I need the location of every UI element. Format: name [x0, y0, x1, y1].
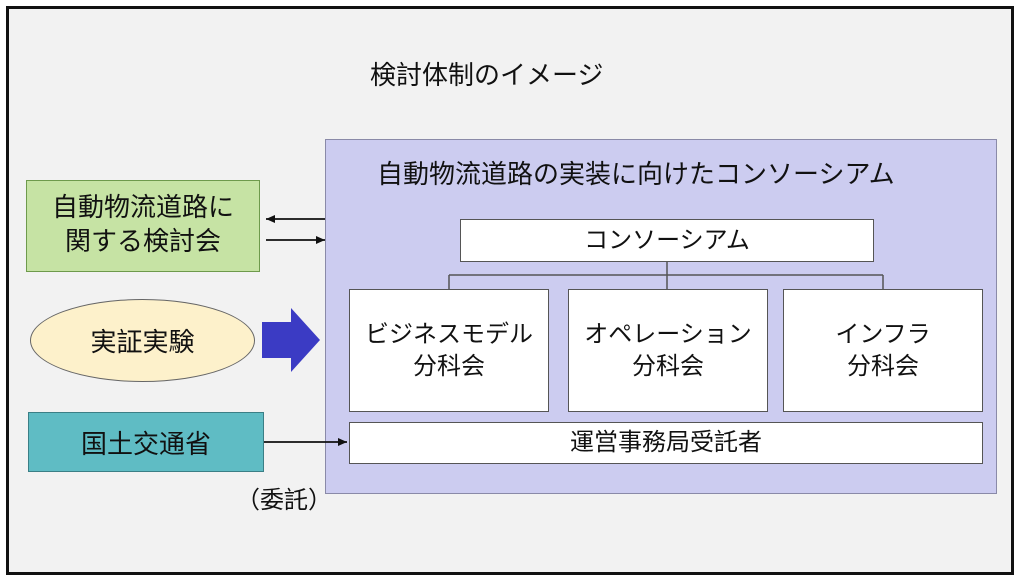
ministry-box: 国土交通省: [28, 412, 264, 472]
consortium-title: 自動物流道路の実装に向けたコンソーシアム: [377, 160, 895, 190]
demo-block-arrow: [262, 308, 320, 372]
diagram-title: 検討体制のイメージ: [370, 61, 604, 91]
secretariat-box: 運営事務局受託者: [349, 422, 983, 464]
study-group-box: 自動物流道路に 関する検討会: [26, 180, 260, 272]
consortium-box: コンソーシアム: [460, 219, 874, 262]
infrastructure-subcommittee: インフラ 分科会: [783, 289, 983, 412]
business-model-subcommittee: ビジネスモデル 分科会: [349, 289, 549, 412]
commission-note: （委託）: [236, 486, 332, 514]
demo-experiment-ellipse: 実証実験: [30, 299, 255, 382]
operation-subcommittee: オペレーション 分科会: [568, 289, 768, 412]
